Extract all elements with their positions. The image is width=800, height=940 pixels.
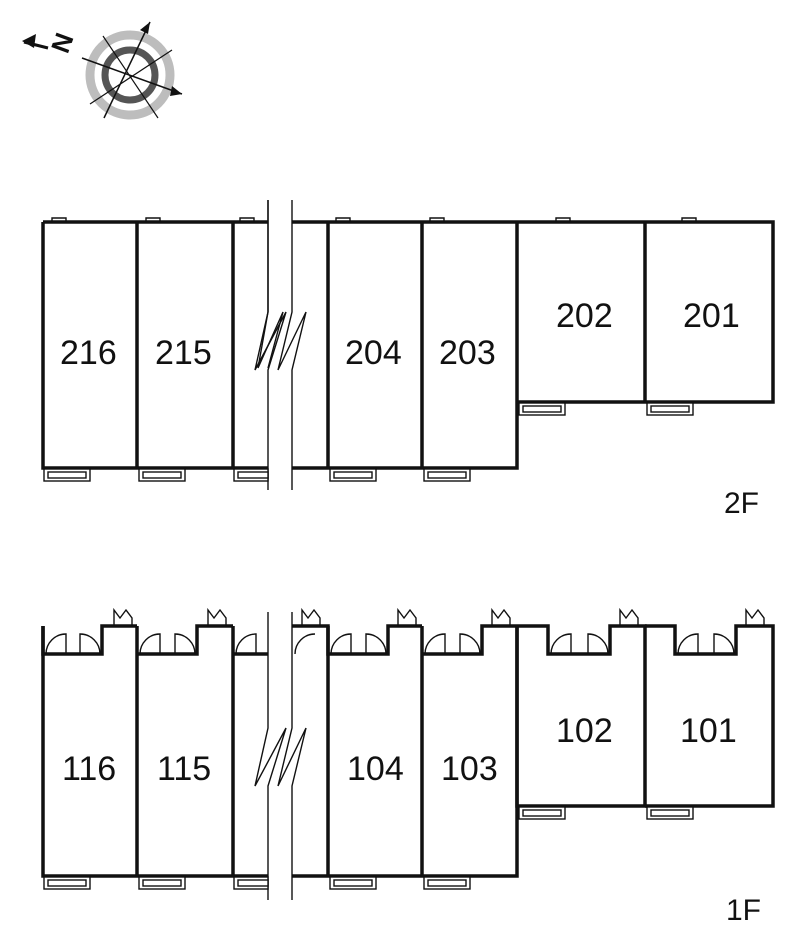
room-103-label: 103 bbox=[441, 750, 498, 788]
room-116-label: 116 bbox=[62, 750, 116, 788]
room-215-label: 215 bbox=[155, 334, 212, 372]
compass-rose-icon: N bbox=[22, 21, 183, 120]
compass-north-letter: N bbox=[45, 29, 80, 57]
room-115-label: 115 bbox=[157, 750, 211, 788]
room-216-label: 216 bbox=[60, 334, 117, 372]
room-201-label: 201 bbox=[683, 297, 740, 335]
room-204-label: 204 bbox=[345, 334, 402, 372]
room-104-label: 104 bbox=[347, 750, 404, 788]
floor-2f: 216 215 204 203 202 201 2F bbox=[41, 200, 775, 520]
floor-2f-label: 2F bbox=[724, 487, 759, 520]
floor-1f-label: 1F bbox=[726, 894, 761, 927]
floor-1f: 116 115 104 103 102 101 1F bbox=[41, 607, 775, 927]
room-101-label: 101 bbox=[680, 712, 737, 750]
room-203-label: 203 bbox=[439, 334, 496, 372]
room-102-label: 102 bbox=[556, 712, 613, 750]
room-202-label: 202 bbox=[556, 297, 613, 335]
